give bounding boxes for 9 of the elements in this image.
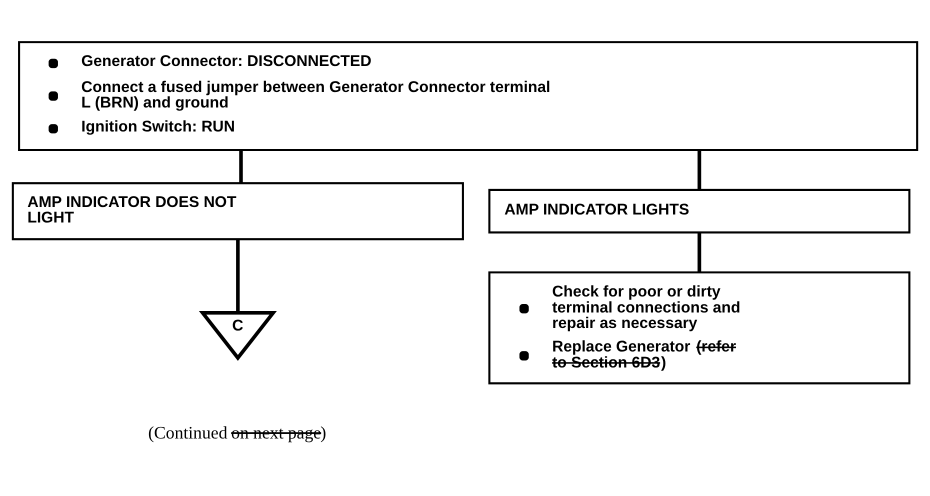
connector <box>698 232 702 272</box>
node-label: (Continued on next page) <box>148 422 326 442</box>
node-box: Generator Connector: DISCONNECTED Connect a fused jumper between Generator Connector terminal L (BRN) and ground Ignition Switch: RUN <box>18 41 918 152</box>
connector <box>236 239 240 313</box>
node-box: AMP INDICATOR DOES NOT LIGHT <box>12 182 464 240</box>
connector <box>698 150 702 190</box>
node-box: Check for poor or dirty terminal connections and repair as necessary Replace Generator (refer to Section 6D3) <box>488 271 910 384</box>
connector <box>239 150 243 183</box>
node-box: AMP INDICATOR LIGHTS <box>488 188 910 234</box>
